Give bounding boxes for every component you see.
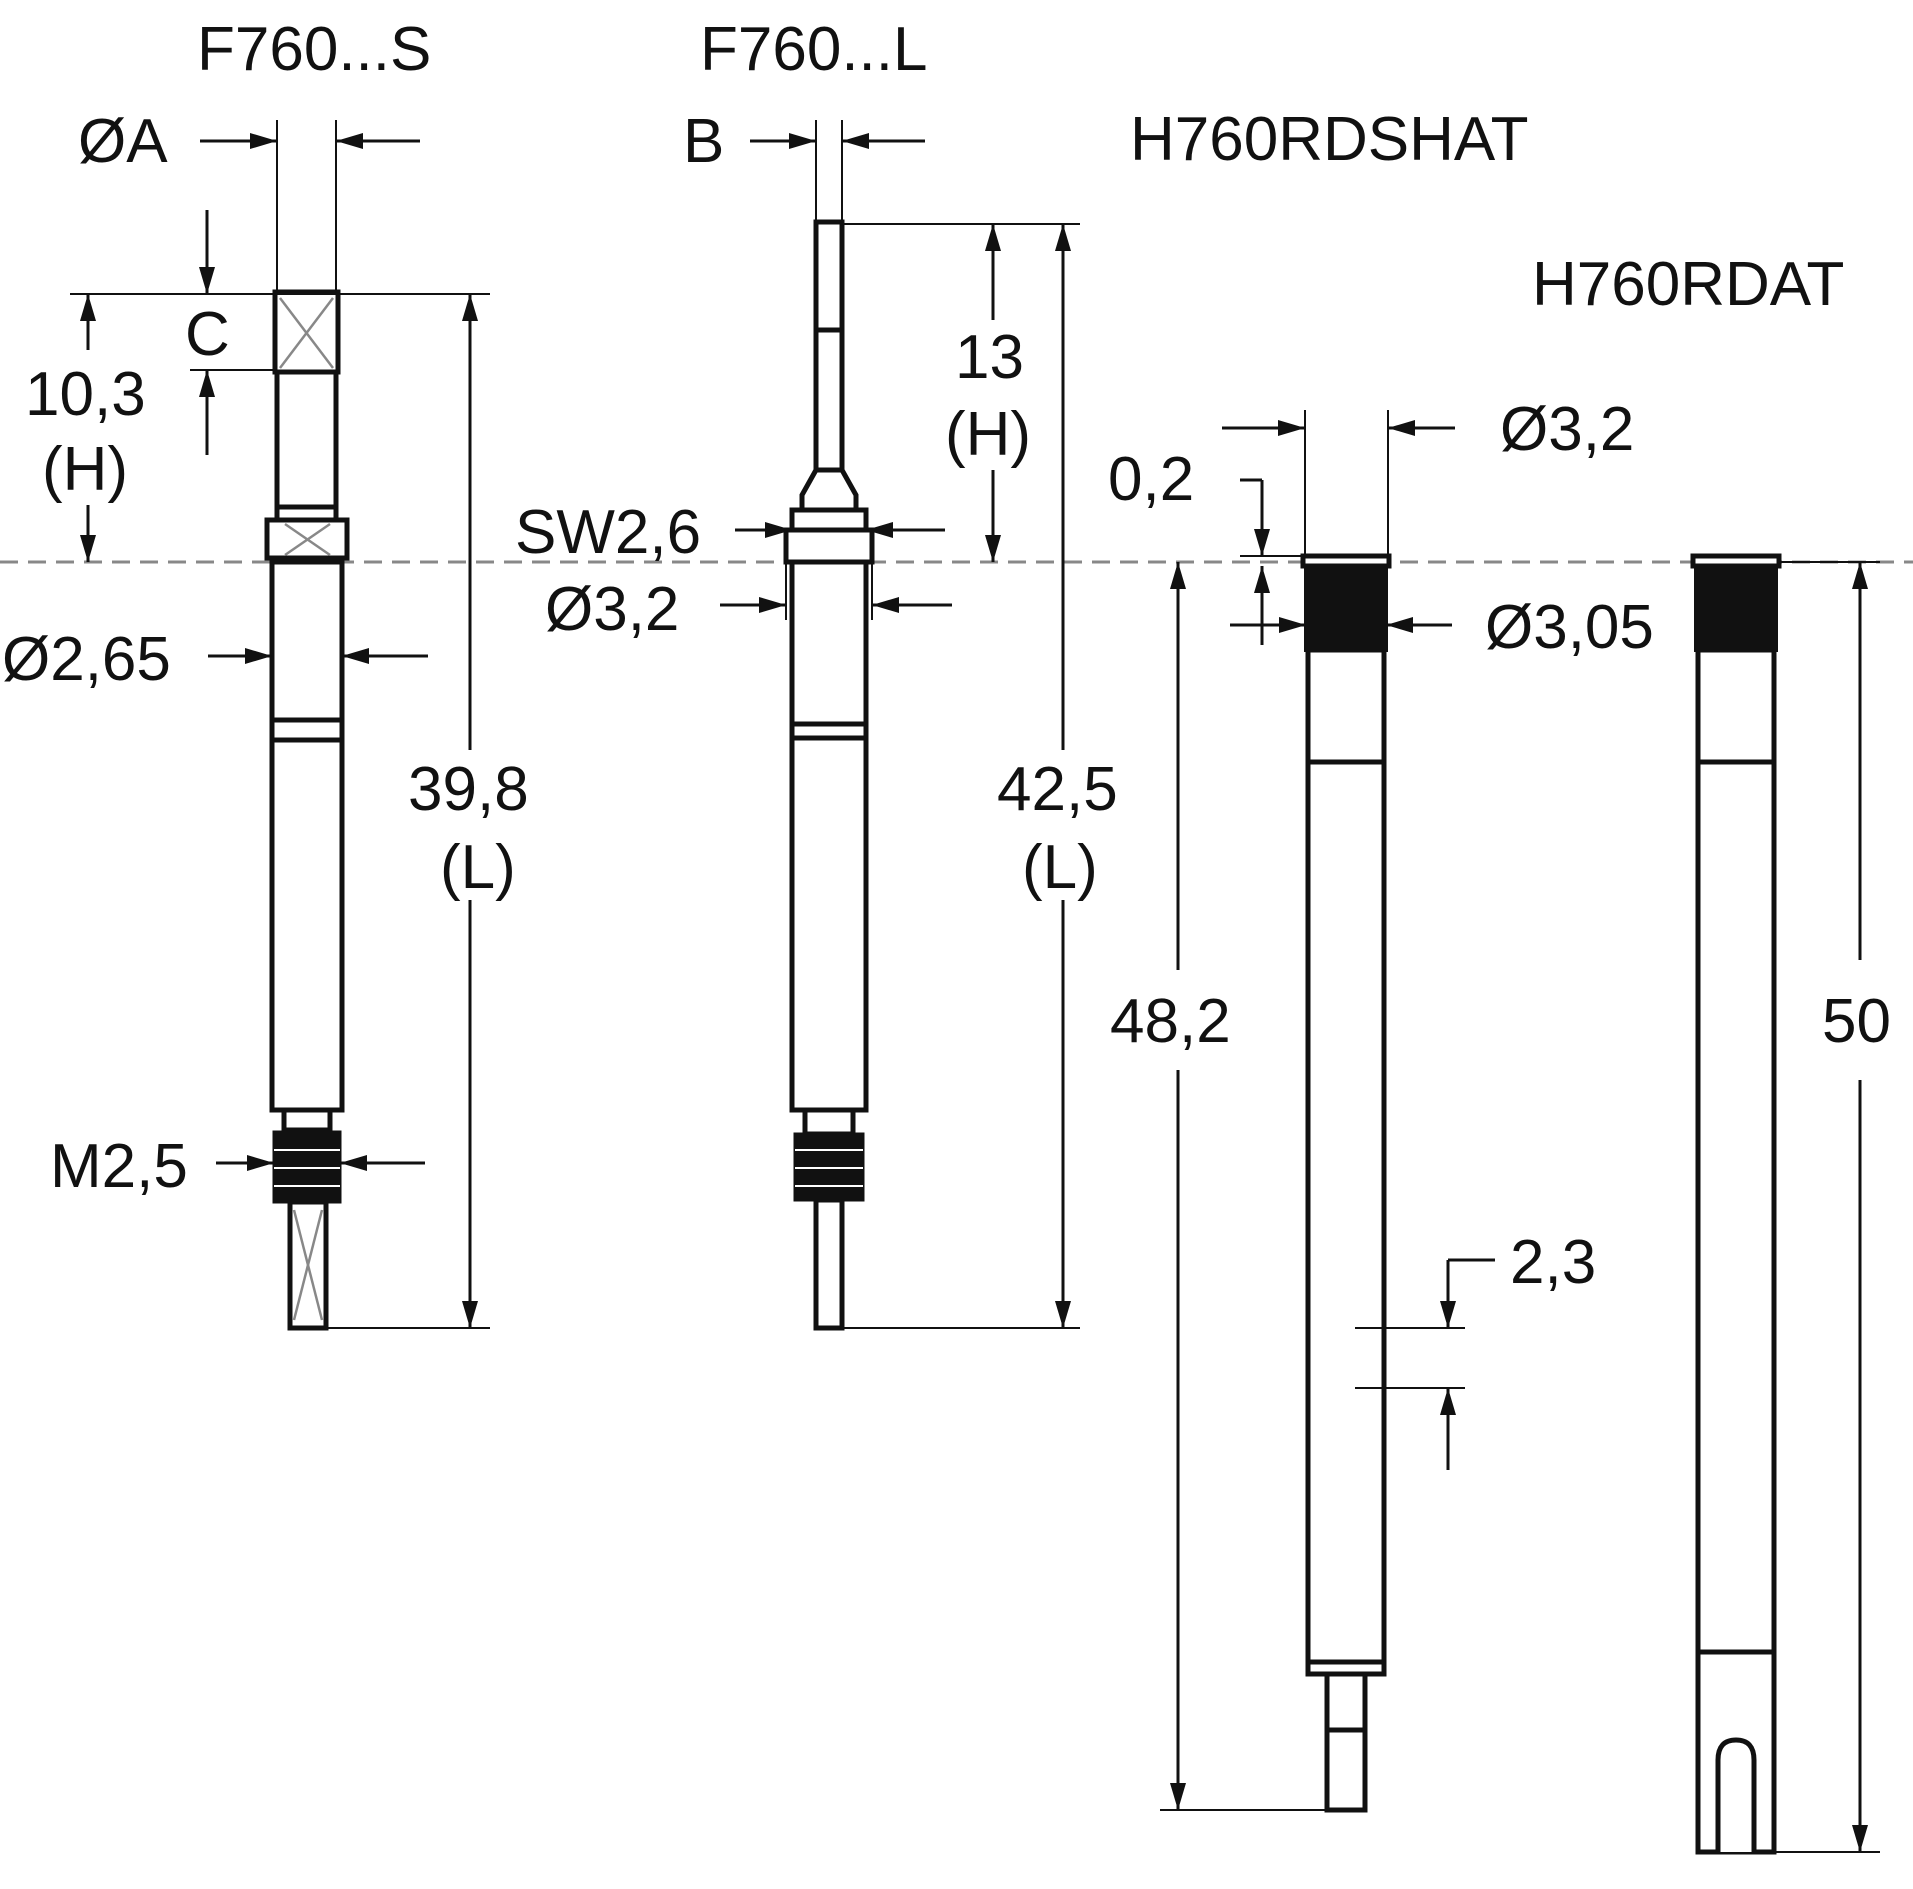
h760rdat-dimension-lines	[1774, 561, 1880, 1853]
label-l-l-symbol: (L)	[1022, 833, 1098, 902]
h760rdshat-dimension-lines	[1160, 410, 1495, 1811]
f760l-tip	[813, 219, 845, 333]
f760s-neck	[274, 369, 339, 510]
f760l-taper	[799, 467, 859, 513]
h760rdshat-press-zone	[1304, 564, 1388, 652]
label-c: C	[185, 300, 230, 369]
f760l-hex	[789, 507, 869, 533]
f760s-upper-sleeve	[269, 559, 345, 723]
label-48-2: 48,2	[1110, 987, 1231, 1056]
label-50: 50	[1822, 987, 1891, 1056]
label-b: B	[683, 107, 724, 176]
label-h-s-symbol: (H)	[42, 435, 128, 504]
probe-f760s	[264, 289, 350, 1331]
f760l-shaft	[813, 327, 845, 473]
label-h-s-value: 10,3	[25, 360, 146, 429]
receptacle-h760rdat	[1690, 553, 1782, 1855]
label-l-s-symbol: (L)	[440, 833, 516, 902]
label-phi-3-05: Ø3,05	[1485, 593, 1654, 662]
h760rdat-press-zone	[1694, 564, 1778, 652]
label-phi-3-2-l: Ø3,2	[545, 575, 679, 644]
label-2-3: 2,3	[1510, 1228, 1596, 1297]
f760l-sleeve	[789, 559, 869, 727]
title-h760rdshat: H760RDSHAT	[1130, 105, 1529, 174]
label-phi-a: ØA	[78, 107, 168, 176]
label-0-2: 0,2	[1108, 445, 1194, 514]
f760s-tube	[269, 737, 345, 1113]
receptacle-h760rdshat	[1300, 553, 1392, 1813]
f760l-dimension-lines	[720, 120, 1080, 1329]
label-sw2-6: SW2,6	[515, 498, 701, 567]
probe-f760l	[783, 219, 875, 1331]
f760s-dimension-lines	[70, 120, 490, 1329]
label-l-s-value: 39,8	[408, 755, 529, 824]
label-m2-5: M2,5	[50, 1132, 188, 1201]
title-f760s: F760...S	[197, 15, 431, 84]
h760rdat-tube	[1695, 759, 1777, 1655]
label-l-l-value: 42,5	[997, 755, 1118, 824]
f760l-plunger-end	[813, 1197, 845, 1331]
title-h760rdat: H760RDAT	[1532, 250, 1844, 319]
label-h-l-symbol: (H)	[945, 400, 1031, 469]
h760rdat-slot	[1715, 1737, 1757, 1852]
h760rdshat-tail	[1324, 1671, 1368, 1733]
f760l-tube	[789, 735, 869, 1113]
label-phi-2-65: Ø2,65	[2, 625, 171, 694]
label-phi-3-2-h: Ø3,2	[1500, 395, 1634, 464]
h760rdshat-tube	[1305, 759, 1387, 1665]
title-f760l: F760...L	[700, 15, 927, 84]
label-h-l-value: 13	[955, 323, 1024, 392]
